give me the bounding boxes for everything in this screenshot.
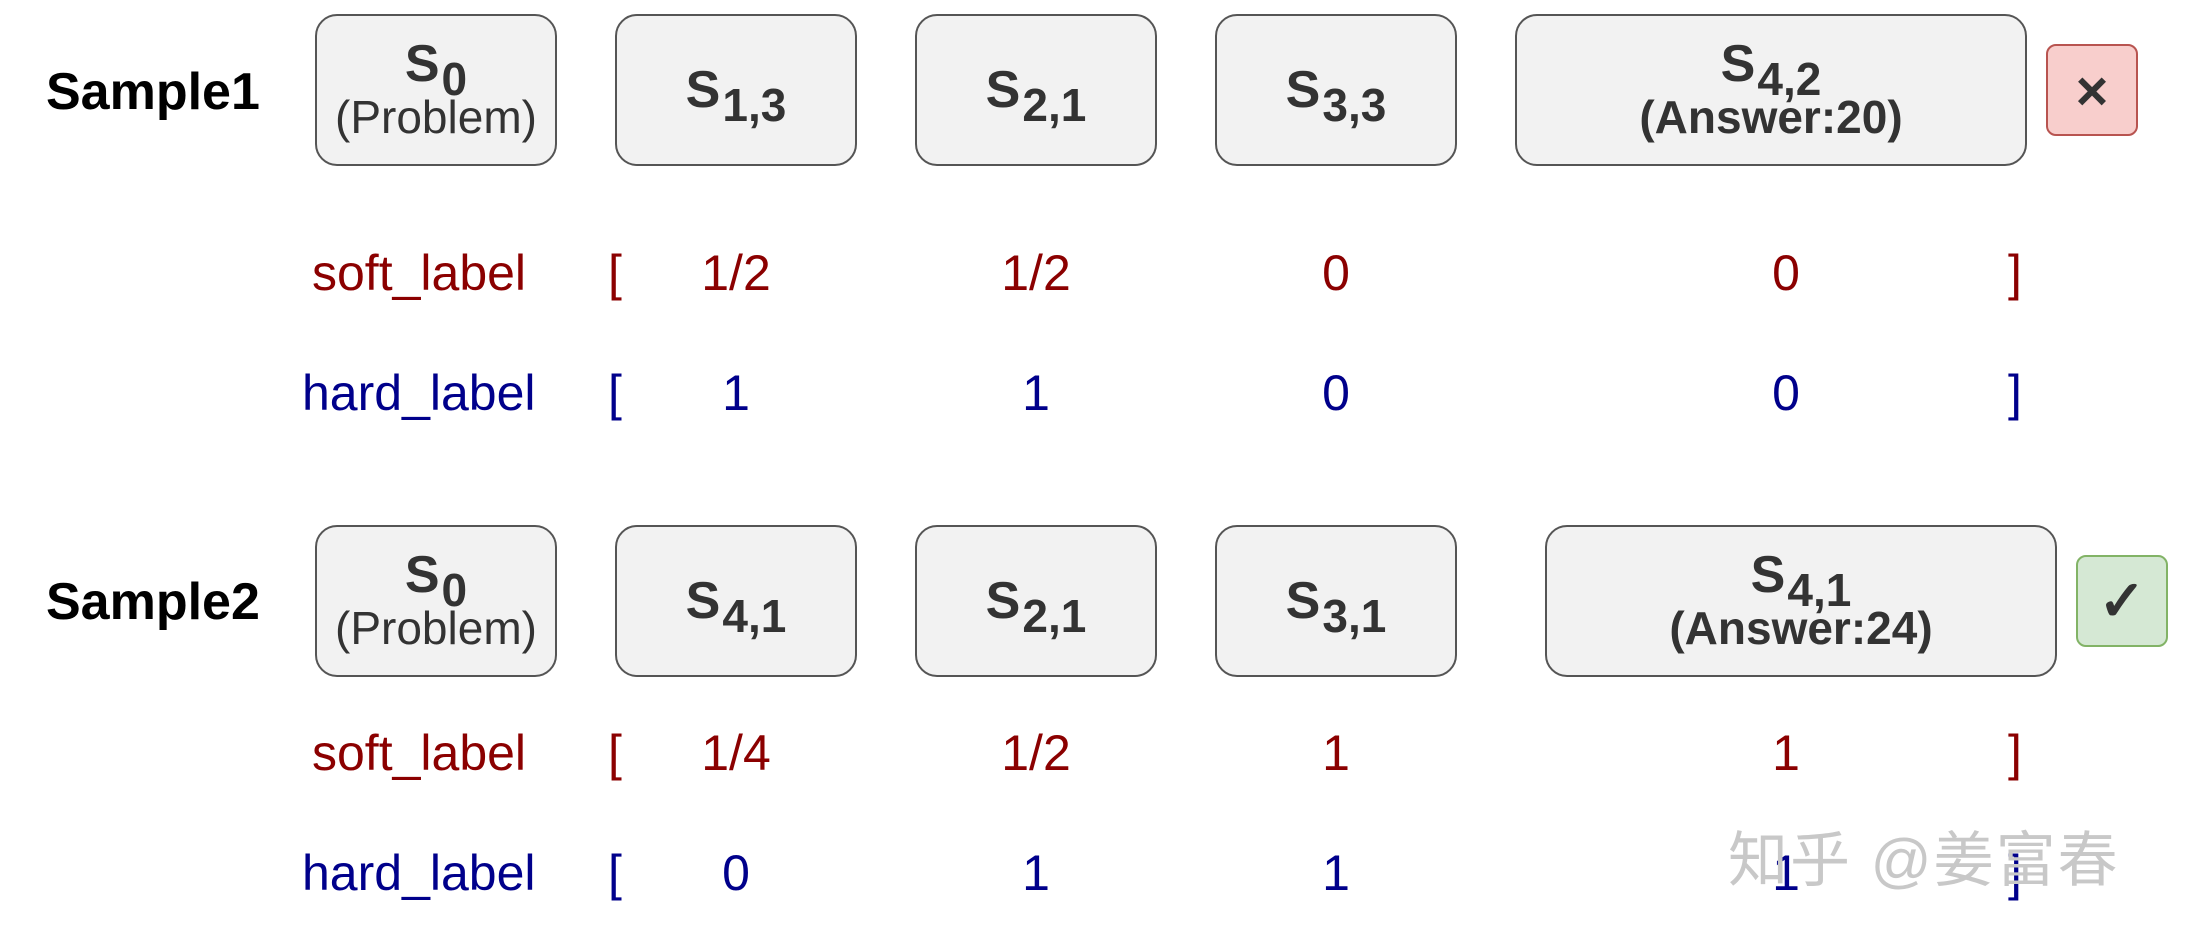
step-symbol: S	[404, 35, 440, 94]
sample-1-soft-open-bracket: [	[608, 245, 622, 301]
sample-1-soft-value-2: 1/2	[1001, 245, 1071, 301]
sample-2-hard-value-4: 1	[1772, 845, 1800, 901]
step-subscript: 4,1	[1787, 564, 1852, 617]
sample-2-verdict: ✓	[2076, 555, 2168, 647]
sample-2-soft-value-2: 1/2	[1001, 725, 1071, 781]
sample-1-step-0: S0 (Problem)	[315, 14, 557, 166]
step-symbol: S	[1750, 546, 1786, 605]
sample-2-hard-label-name: hard_label	[302, 845, 536, 901]
check-icon: ✓	[2098, 569, 2146, 632]
sample-2-label: Sample2	[46, 573, 260, 631]
sample-1-hard-value-3: 0	[1322, 365, 1350, 421]
sample-1-hard-value-4: 0	[1772, 365, 1800, 421]
sample-1-soft-value-3: 0	[1322, 245, 1350, 301]
step-subscript: 1,3	[722, 78, 787, 131]
step-symbol: S	[1285, 571, 1321, 630]
cross-icon: ×	[2075, 58, 2109, 122]
watermark: 知乎 @姜富春	[1728, 827, 2120, 894]
step-note: (Problem)	[335, 602, 537, 654]
step-subscript: 2,1	[1022, 589, 1087, 642]
sample-1-soft-label-name: soft_label	[312, 245, 527, 301]
sample-2-step-0: S0 (Problem)	[315, 525, 557, 677]
sample-1-soft-close-bracket: ]	[2008, 245, 2022, 301]
sample-2-step-4: S4,1 (Answer:24)	[1545, 525, 2057, 677]
sample-1-hard-close-bracket: ]	[2008, 365, 2022, 421]
step-symbol: S	[685, 60, 721, 119]
sample-1-soft-value-4: 0	[1772, 245, 1800, 301]
step-note: (Problem)	[335, 91, 537, 143]
sample-1-step-1: S1,3	[615, 14, 857, 166]
sample-1-step-4: S4,2 (Answer:20)	[1515, 14, 2027, 166]
step-symbol: S	[1285, 60, 1321, 119]
step-subscript: 2,1	[1022, 78, 1087, 131]
step-subscript: 3,3	[1322, 78, 1387, 131]
step-note: (Answer:24)	[1669, 602, 1933, 654]
step-subscript: 3,1	[1322, 589, 1387, 642]
step-subscript: 4,2	[1757, 53, 1822, 106]
step-subscript: 4,1	[722, 589, 787, 642]
sample-2-hard-value-3: 1	[1322, 845, 1350, 901]
sample-1-step-3: S3,3	[1215, 14, 1457, 166]
sample-1-hard-open-bracket: [	[608, 365, 622, 421]
sample-2-hard-value-2: 1	[1022, 845, 1050, 901]
sample-2-hard-value-1: 0	[722, 845, 750, 901]
step-subscript: 0	[441, 53, 468, 106]
sample-2-soft-value-4: 1	[1772, 725, 1800, 781]
sample-2-soft-value-3: 1	[1322, 725, 1350, 781]
sample-2-step-2: S2,1	[915, 525, 1157, 677]
sample-2-step-1: S4,1	[615, 525, 857, 677]
step-subscript: 0	[441, 564, 468, 617]
sample-2-hard-open-bracket: [	[608, 845, 622, 901]
sample-2-soft-close-bracket: ]	[2008, 725, 2022, 781]
sample-1-label: Sample1	[46, 63, 260, 121]
sample-2-hard-close-bracket: ]	[2008, 845, 2022, 901]
sample-2-soft-label-name: soft_label	[312, 725, 527, 781]
sample-1-soft-value-1: 1/2	[701, 245, 771, 301]
sample-1-hard-label-name: hard_label	[302, 365, 536, 421]
sample-1-step-2: S2,1	[915, 14, 1157, 166]
step-symbol: S	[685, 571, 721, 630]
step-symbol: S	[1720, 35, 1756, 94]
sample-1-hard-value-1: 1	[722, 365, 750, 421]
step-symbol: S	[985, 60, 1021, 119]
sample-1-hard-value-2: 1	[1022, 365, 1050, 421]
step-symbol: S	[985, 571, 1021, 630]
step-note: (Answer:20)	[1639, 91, 1903, 143]
sample-2-soft-value-1: 1/4	[701, 725, 771, 781]
step-symbol: S	[404, 546, 440, 605]
sample-1-verdict: ×	[2046, 44, 2138, 136]
sample-2-step-3: S3,1	[1215, 525, 1457, 677]
sample-2-soft-open-bracket: [	[608, 725, 622, 781]
